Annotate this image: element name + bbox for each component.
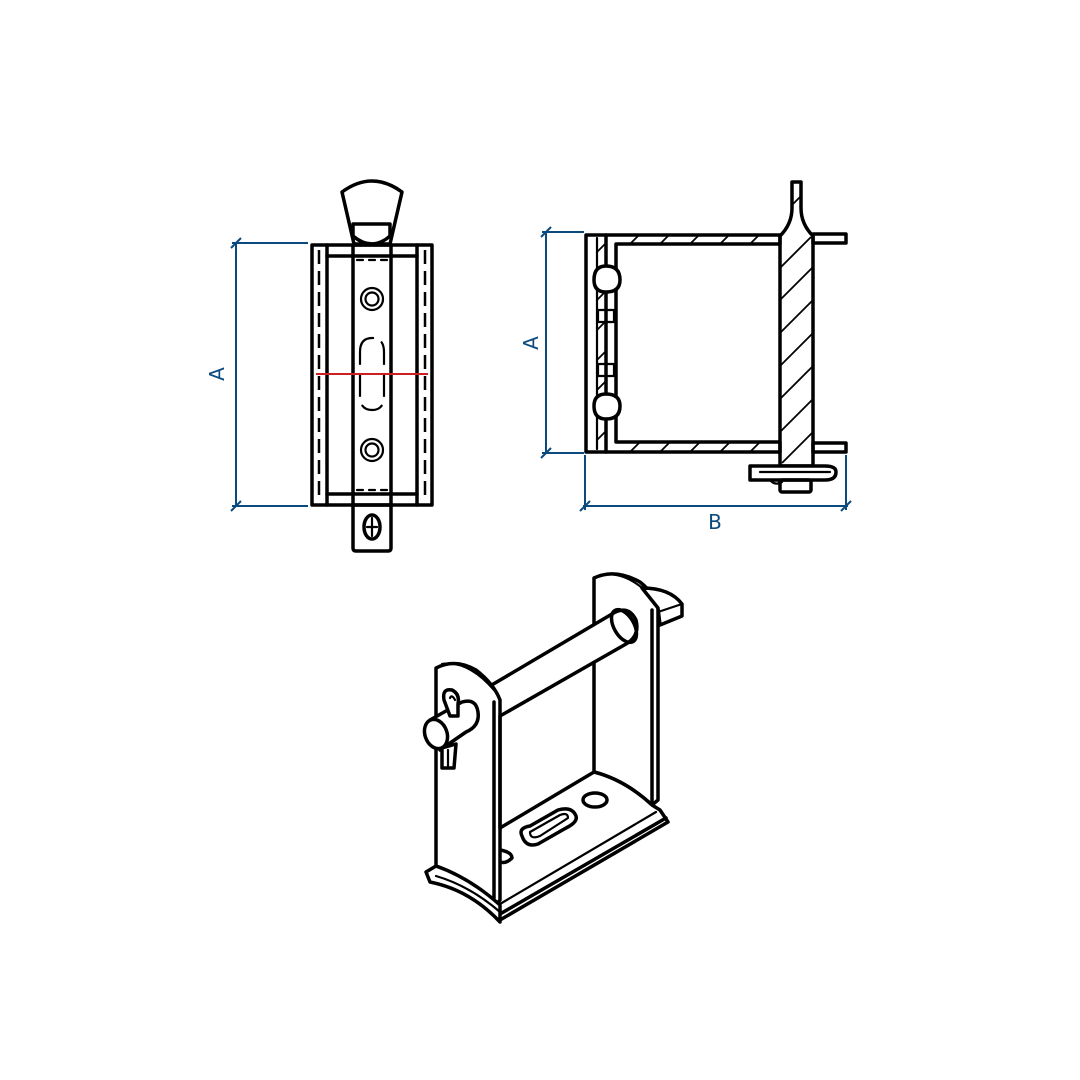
iso-foot: [424, 864, 502, 924]
side-flange-bottom: [811, 441, 848, 454]
iso-back-plate: [592, 572, 660, 807]
iso-base-slot: [519, 807, 579, 847]
front-hole-top: [359, 286, 385, 312]
front-hole-bottom: [359, 437, 385, 463]
dimension-b: B: [579, 455, 852, 534]
side-section-view: A B: [519, 180, 852, 534]
front-bottom-tab: [351, 503, 393, 553]
side-flange-top: [811, 232, 848, 245]
side-pin-top: [592, 264, 622, 294]
iso-flange-right: [640, 586, 684, 627]
iso-base-plate: [494, 770, 670, 922]
dimension-label-a-front: A: [205, 367, 229, 381]
side-post-foot: [778, 478, 813, 494]
dimension-a-front: A: [205, 237, 308, 512]
side-post-hatch: [779, 196, 814, 464]
side-bar-hatch: [629, 234, 760, 453]
iso-base-hole-left: [498, 848, 514, 865]
dimension-label-a-side: A: [519, 336, 543, 350]
side-right-post: [778, 180, 815, 468]
side-channel-frame: [604, 233, 782, 454]
isometric-view: [422, 572, 684, 924]
side-pin-bottom: [592, 392, 622, 421]
front-slot-hidden: [358, 336, 386, 412]
front-knob-cap: [351, 222, 392, 246]
front-view: A: [205, 179, 434, 553]
iso-cotter-top: [441, 687, 461, 718]
dimension-a-side: A: [519, 226, 584, 459]
dimension-label-b: B: [708, 510, 722, 534]
side-left-plate: [584, 233, 608, 454]
iso-base-hole-right: [581, 791, 609, 809]
